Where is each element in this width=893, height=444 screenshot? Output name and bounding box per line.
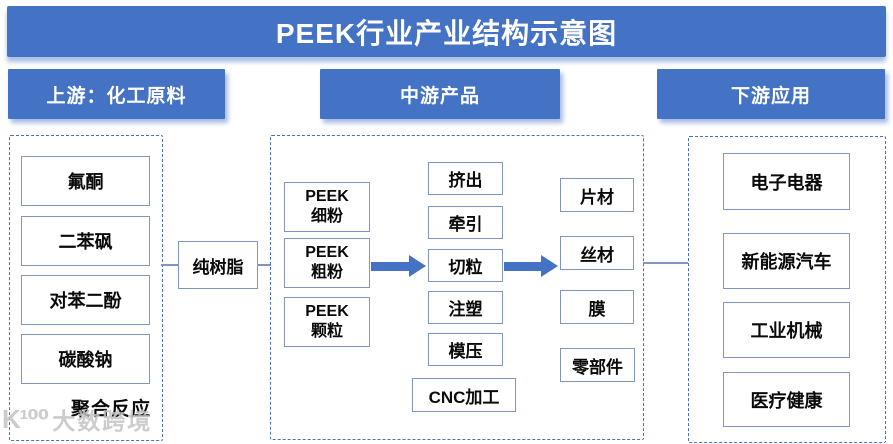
node-label-line1: PEEK [305, 188, 349, 205]
node-label-line2: 细粉 [310, 208, 343, 225]
node-hydroquinone: 对苯二酚 [21, 275, 150, 325]
upstream-group-border [9, 135, 163, 441]
node-label-line1: PEEK [305, 244, 349, 261]
node-pelletizing: 切粒 [428, 249, 503, 282]
node-label-line1: PEEK [305, 303, 349, 320]
node-fluoroketone: 氟酮 [21, 156, 150, 206]
node-label-line2: 颗粒 [310, 323, 343, 340]
arrow-right-icon [371, 255, 426, 277]
arrow-head [541, 255, 558, 277]
connector-line [161, 264, 179, 266]
node-cnc-machining: CNC加工 [412, 378, 516, 412]
midstream-group-border [270, 135, 644, 440]
section-header-upstream: 上游：化工原料 [8, 69, 225, 119]
node-peek-fine-powder: PEEK 细粉 [284, 182, 370, 232]
page-title: PEEK行业产业结构示意图 [7, 6, 886, 57]
polymerization-label: 聚合反应 [71, 399, 152, 420]
node-diphenyl-sulfone: 二苯砜 [21, 216, 150, 266]
section-header-midstream: 中游产品 [320, 69, 560, 119]
node-sodium-carbonate: 碳酸钠 [21, 334, 150, 384]
arrow-shaft [371, 261, 409, 271]
node-pure-resin: 纯树脂 [178, 241, 258, 289]
node-electronics: 电子电器 [723, 153, 850, 210]
node-peek-granules: PEEK 颗粒 [284, 297, 370, 347]
connector-line [258, 264, 271, 266]
section-header-downstream: 下游应用 [657, 69, 885, 119]
node-filament: 丝材 [560, 236, 634, 270]
downstream-group-border [688, 136, 886, 443]
node-label-line2: 粗粉 [310, 264, 343, 281]
node-extrusion: 挤出 [428, 162, 503, 195]
node-sheet: 片材 [560, 178, 634, 212]
node-components: 零部件 [560, 348, 635, 382]
node-new-energy-vehicles: 新能源汽车 [723, 233, 850, 289]
node-medical-health: 医疗健康 [723, 372, 850, 427]
arrow-head [409, 255, 426, 277]
node-film: 膜 [560, 290, 634, 324]
node-industrial-machinery: 工业机械 [723, 302, 850, 358]
connector-line [643, 262, 688, 264]
arrow-right-icon [504, 255, 558, 277]
node-peek-coarse-powder: PEEK 粗粉 [284, 238, 370, 288]
node-pultrusion: 牵引 [428, 206, 503, 239]
node-compression-molding: 模压 [428, 333, 503, 366]
node-injection-molding: 注塑 [428, 291, 503, 324]
arrow-shaft [504, 261, 541, 271]
